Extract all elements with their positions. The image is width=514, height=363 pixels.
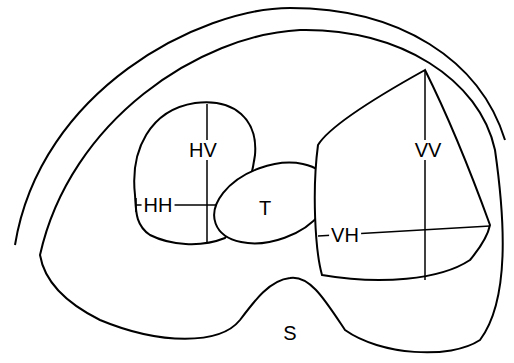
part-label: S: [281, 323, 298, 343]
region-label: VV: [413, 140, 444, 160]
region-shape: [315, 70, 490, 280]
region-outline: [305, 60, 500, 290]
measure-line: [135, 198, 137, 212]
body-outline: [40, 30, 503, 352]
anatomical-region: VV VH: [305, 60, 500, 290]
measure-line: [206, 104, 208, 243]
region-label: T: [257, 198, 273, 218]
region-label: VH: [329, 225, 361, 245]
region-label: HV: [187, 140, 219, 160]
measure-line: [424, 70, 426, 280]
region-label: HH: [142, 195, 175, 215]
